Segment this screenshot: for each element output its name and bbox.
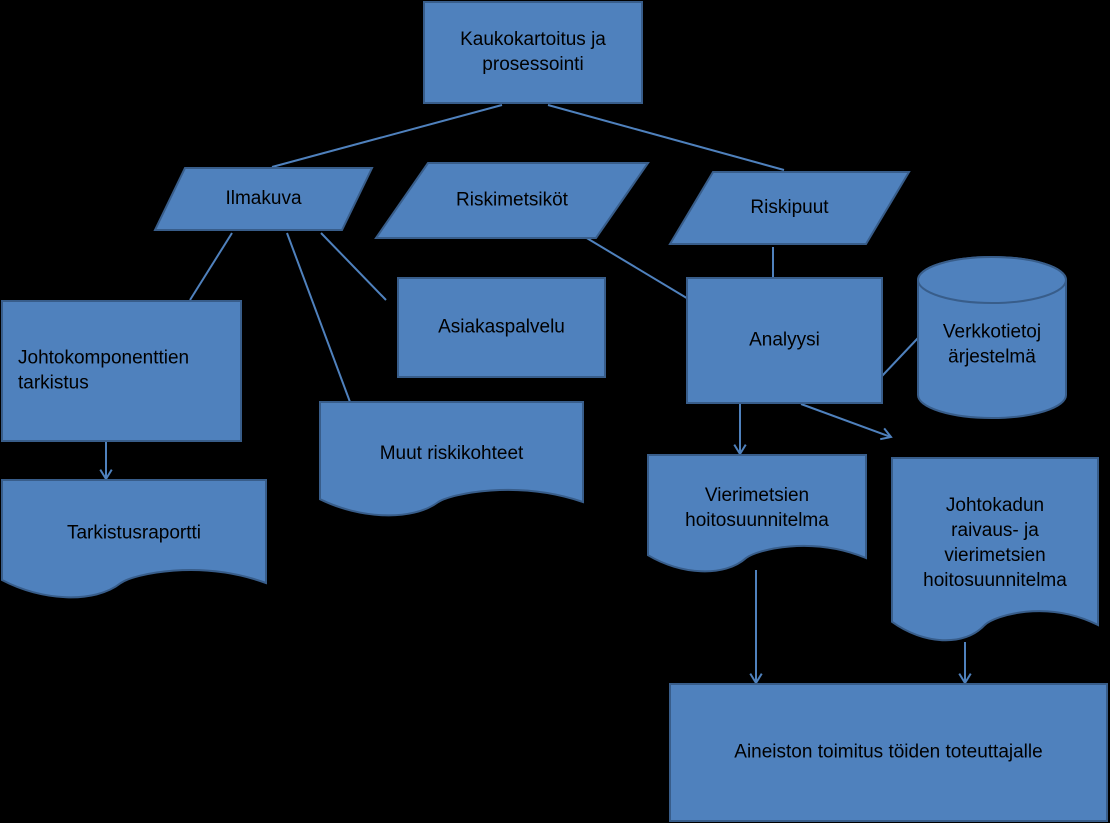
node-label-line: prosessointi — [482, 54, 583, 75]
node-label-line: Verkkotietoj — [943, 322, 1041, 343]
connector-ilmakuva-to-muut_riskikohteet — [286, 232, 351, 403]
node-label: Johtokadun raivaus- ja vierimetsien hoitosu… — [923, 495, 1067, 591]
node-johtokadun: Johtokadun raivaus- ja vierimetsien hoitosu… — [891, 457, 1099, 642]
node-label-line: Kaukokartoitus ja — [460, 29, 606, 50]
node-ilmakuva: Ilmakuva — [153, 167, 374, 231]
node-label-line: Johtokadun — [946, 495, 1044, 516]
node-label-line: Ilmakuva — [225, 188, 301, 209]
connectors — [99, 104, 972, 685]
rectangle-shape — [669, 683, 1108, 822]
connector-johtokadun-to-aineiston_toimitus — [958, 642, 972, 685]
node-label-line: raivaus- ja — [951, 520, 1039, 541]
node-label: Vierimetsien hoitosuunnitelma — [685, 485, 829, 531]
node-label: Riskimetsiköt — [456, 190, 569, 211]
node-label: Riskipuut — [750, 197, 829, 218]
node-kaukokartoitus: Kaukokartoitus ja prosessointi — [423, 1, 643, 104]
arrowhead-icon — [880, 427, 893, 441]
connector-kaukokartoitus-to-ilmakuva — [271, 104, 503, 168]
connector-ilmakuva-to-asiakaspalvelu — [320, 232, 387, 301]
connector-analyysi-to-vierimetsien — [733, 404, 747, 456]
rectangle-shape — [1, 300, 242, 442]
database-top-shape — [917, 256, 1067, 304]
node-analyysi: Analyysi — [686, 277, 883, 404]
node-asiakaspalvelu: Asiakaspalvelu — [397, 277, 606, 378]
node-label-line: Analyysi — [749, 330, 820, 351]
connector-analyysi-to-verkkotietojarjestelma — [881, 337, 919, 377]
node-muut-riskikohteet: Muut riskikohteet — [319, 401, 584, 517]
node-label: Muut riskikohteet — [380, 443, 524, 464]
node-label: Asiakaspalvelu — [438, 317, 565, 338]
rectangle-shape — [423, 1, 643, 104]
node-label: Analyysi — [749, 330, 820, 351]
document-shape — [647, 454, 867, 573]
node-label: Tarkistusraportti — [67, 523, 201, 544]
node-label-line: Muut riskikohteet — [380, 443, 524, 464]
node-label-line: Riskipuut — [750, 197, 829, 218]
node-vierimetsien: Vierimetsien hoitosuunnitelma — [647, 454, 867, 573]
node-label-line: Riskimetsiköt — [456, 190, 569, 211]
rectangle-shape — [686, 277, 883, 404]
connector-riskimetsikot-to-analyysi — [584, 236, 691, 301]
node-label-line: Asiakaspalvelu — [438, 317, 565, 338]
node-label-line: Tarkistusraportti — [67, 523, 201, 544]
node-label-line: vierimetsien — [944, 545, 1045, 566]
parallelogram-shape — [374, 162, 650, 239]
node-label-line: tarkistus — [18, 373, 89, 394]
node-label: Ilmakuva — [225, 188, 301, 209]
node-riskimetsikot: Riskimetsiköt — [374, 162, 650, 239]
node-label-line: Johtokomponenttien — [18, 348, 189, 369]
document-shape — [1, 479, 267, 599]
connector-vierimetsien-to-aineiston_toimitus — [749, 570, 763, 685]
node-label-line: Vierimetsien — [705, 485, 809, 506]
node-label: Verkkotietoj ärjestelmä — [943, 322, 1041, 368]
node-tarkistusraportti: Tarkistusraportti — [1, 479, 267, 599]
node-riskipuut: Riskipuut — [668, 171, 911, 245]
node-johtokomponenttien: Johtokomponenttien tarkistus — [1, 300, 242, 442]
document-shape — [319, 401, 584, 517]
parallelogram-shape — [153, 167, 374, 231]
document-shape — [891, 457, 1099, 642]
connector-kaukokartoitus-to-riskipuut — [547, 104, 785, 171]
node-label-line: hoitosuunnitelma — [923, 570, 1067, 591]
connector-ilmakuva-to-johtokomponenttien — [189, 232, 233, 301]
node-label: Aineiston toimitus töiden toteuttajalle — [734, 742, 1042, 763]
parallelogram-shape — [668, 171, 911, 245]
node-verkkotietojarjestelma: Verkkotietoj ärjestelmä — [917, 256, 1067, 419]
rectangle-shape — [397, 277, 606, 378]
node-aineiston-toimitus: Aineiston toimitus töiden toteuttajalle — [669, 683, 1108, 822]
node-label: Kaukokartoitus ja prosessointi — [460, 29, 606, 75]
connector-analyysi-to-johtokadun — [800, 403, 893, 441]
node-label-line: Aineiston toimitus töiden toteuttajalle — [734, 742, 1042, 763]
connector-johtokomponenttien-to-tarkistusraportti — [99, 441, 113, 481]
node-label-line: ärjestelmä — [948, 347, 1036, 368]
node-label: Johtokomponenttien tarkistus — [18, 348, 189, 394]
node-label-line: hoitosuunnitelma — [685, 510, 829, 531]
